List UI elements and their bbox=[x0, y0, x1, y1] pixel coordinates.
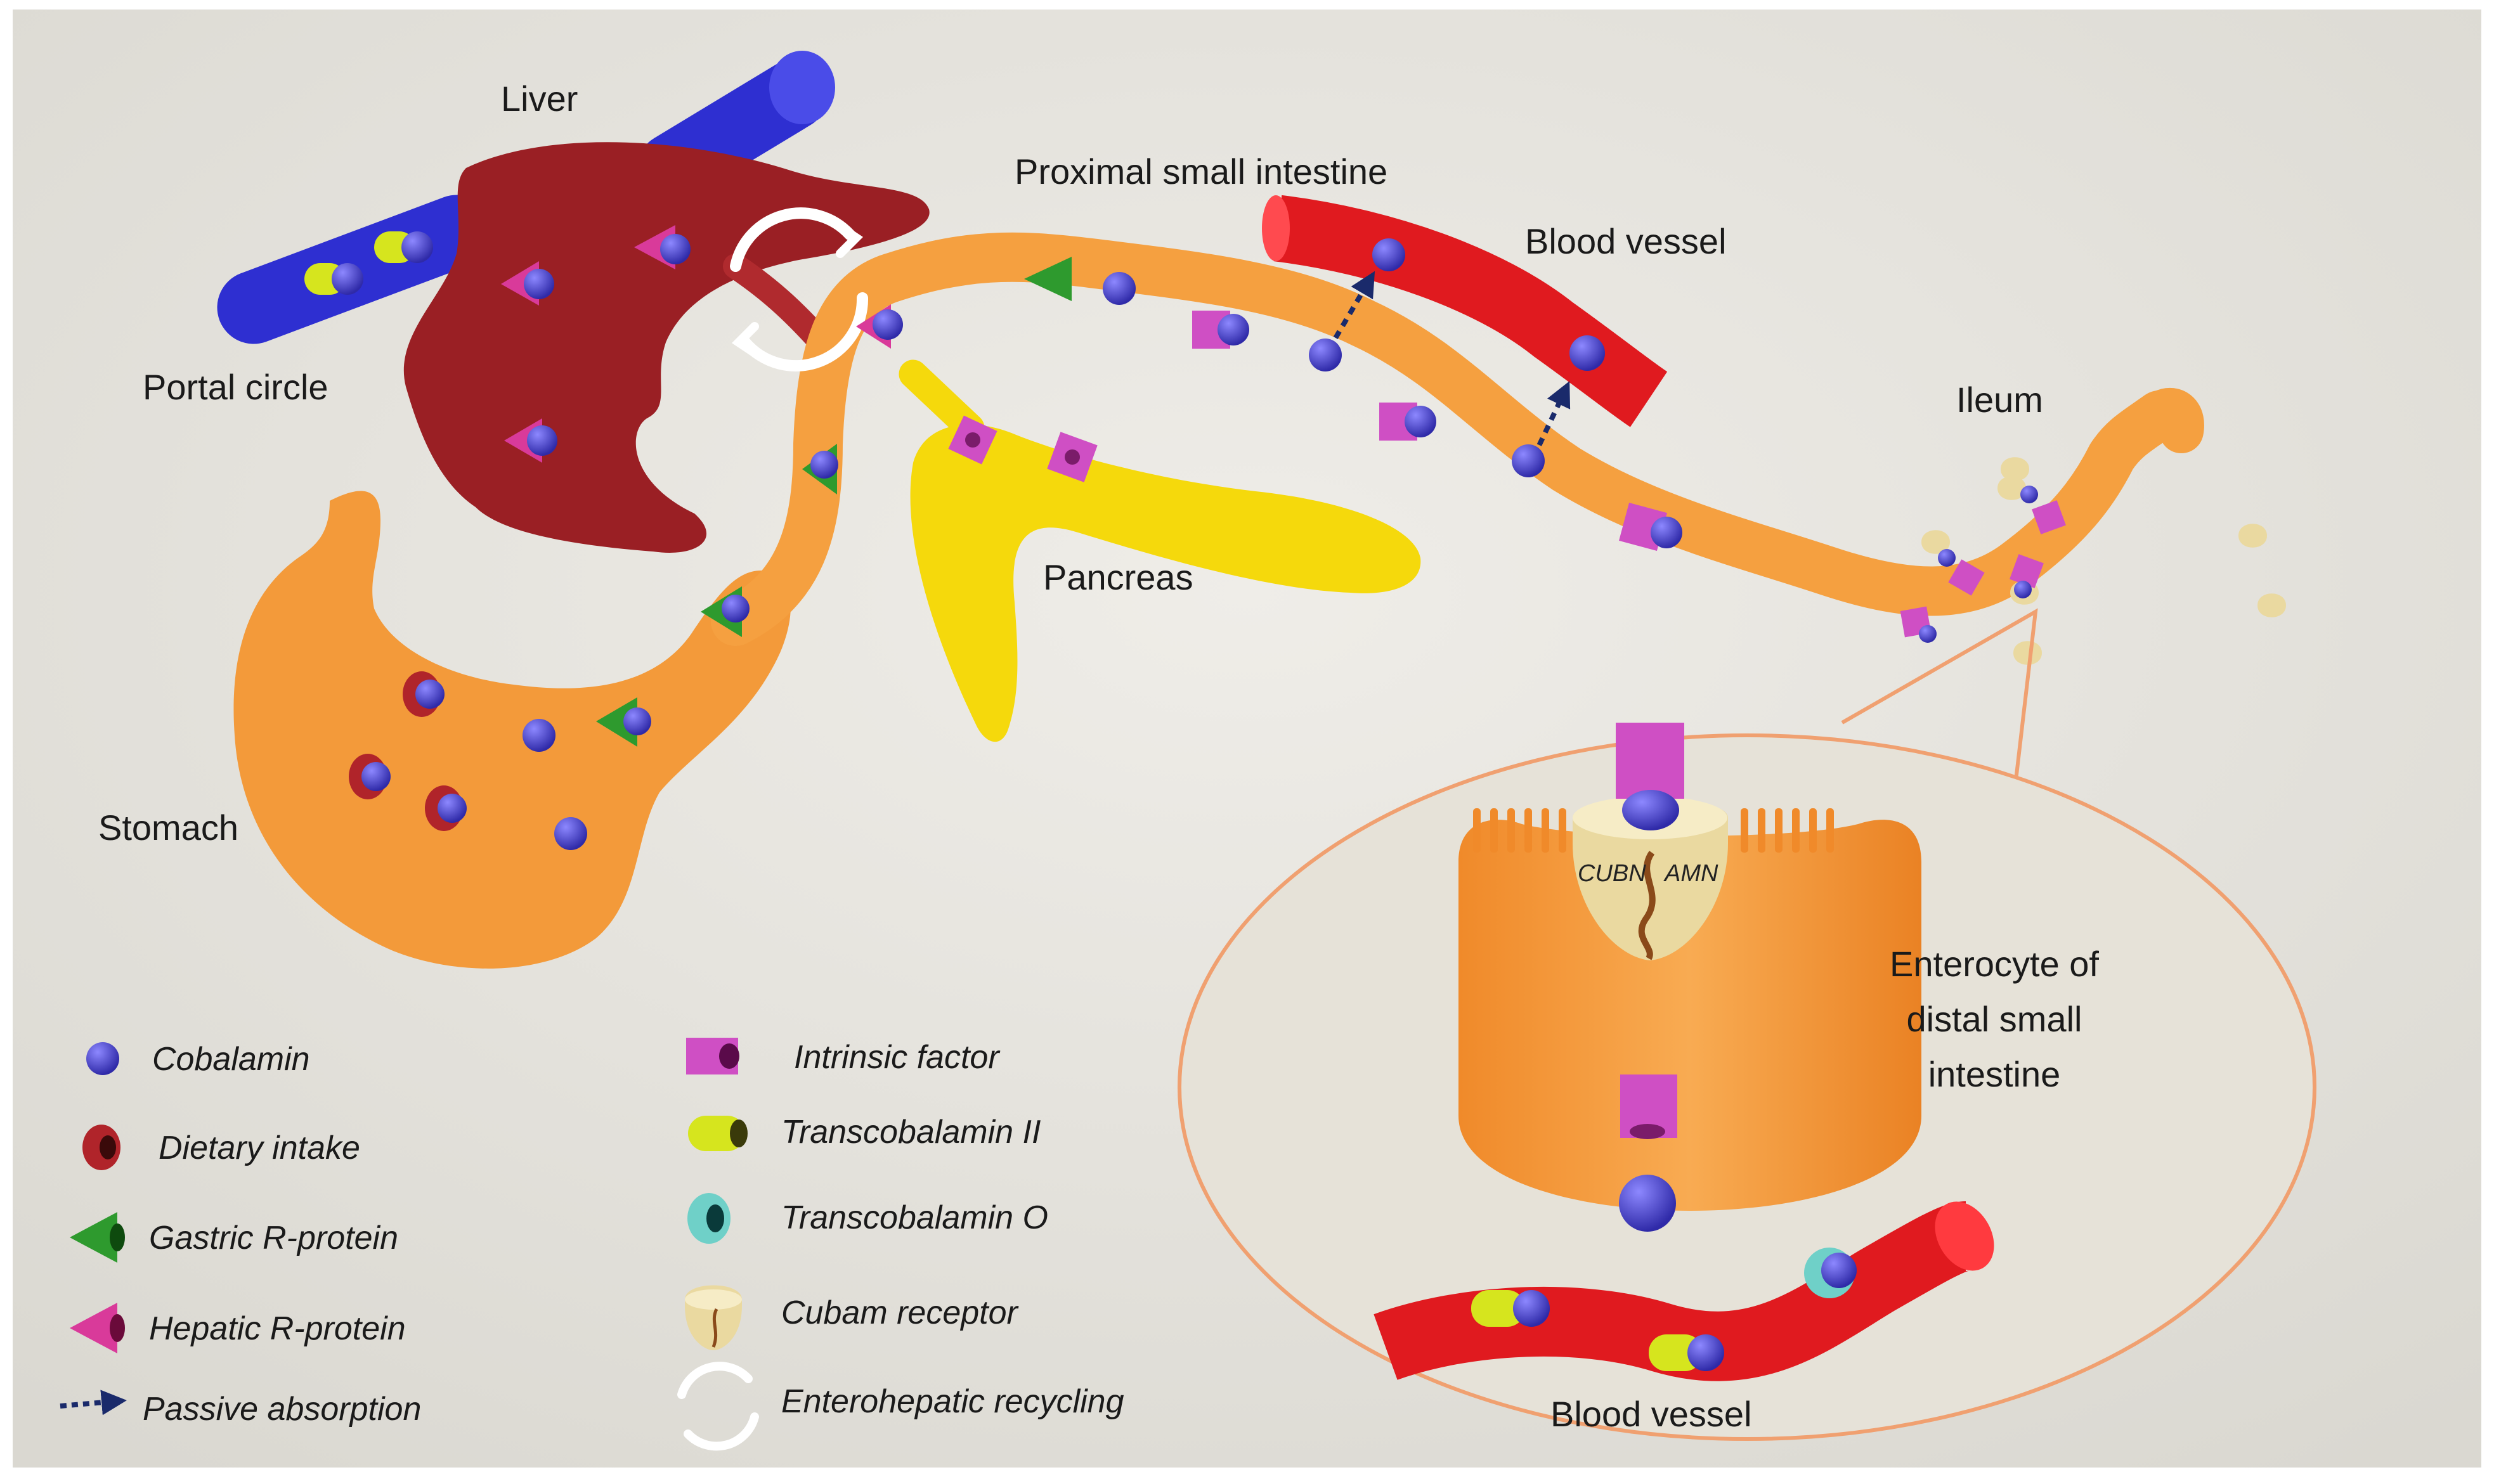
pancreas bbox=[899, 359, 1421, 742]
label-enterocyte-line2: distal small bbox=[1907, 999, 2082, 1039]
legend-cubam-receptor: Cubam receptor bbox=[781, 1294, 1020, 1331]
cobalamin-icon bbox=[86, 1042, 119, 1075]
cubam-receptor-icon bbox=[685, 1285, 742, 1350]
enterohepatic-recycling-legend-icon bbox=[677, 1362, 759, 1451]
label-enterocyte-line3: intestine bbox=[1928, 1054, 2061, 1094]
legend-dietary-intake: Dietary intake bbox=[159, 1130, 360, 1166]
label-liver: Liver bbox=[501, 79, 578, 119]
label-pancreas: Pancreas bbox=[1043, 557, 1193, 597]
enterohepatic-recycling-icon bbox=[730, 207, 869, 372]
legend-passive-absorption: Passive absorption bbox=[143, 1391, 421, 1428]
gastric-r-protein-molecules bbox=[596, 257, 1072, 747]
legend-labels: Cobalamin Dietary intake Gastric R-prote… bbox=[143, 1039, 1124, 1428]
legend-enterohepatic-recycling: Enterohepatic recycling bbox=[781, 1383, 1124, 1420]
legend-gastric-r-protein: Gastric R-protein bbox=[149, 1220, 398, 1256]
dietary-intake-icon bbox=[82, 1125, 120, 1170]
transcobalamin-ii-icon bbox=[688, 1116, 748, 1151]
blood-vessel-bottom bbox=[1374, 1201, 1994, 1381]
cubam-receptors-ileum bbox=[1900, 457, 2286, 665]
hepatic-r-protein-icon bbox=[70, 1303, 125, 1353]
label-cubn: CUBN bbox=[1578, 860, 1646, 887]
tc2-molecules-portal bbox=[304, 231, 433, 295]
stomach bbox=[233, 491, 791, 969]
intrinsic-factor-icon bbox=[686, 1038, 739, 1074]
legend-hepatic-r-protein: Hepatic R-protein bbox=[149, 1310, 406, 1347]
passive-absorption-icon bbox=[60, 1390, 127, 1416]
label-stomach: Stomach bbox=[98, 808, 238, 848]
label-blood-vessel-top: Blood vessel bbox=[1525, 221, 1727, 261]
hepatic-r-protein-molecules bbox=[501, 225, 903, 463]
intrinsic-factor-molecules bbox=[948, 311, 1682, 551]
label-proximal-small-intestine: Proximal small intestine bbox=[1015, 152, 1387, 191]
blood-vessel-top bbox=[1262, 195, 1668, 427]
transcobalamin-o-icon bbox=[687, 1193, 731, 1244]
legend-intrinsic-factor: Intrinsic factor bbox=[794, 1039, 1001, 1076]
legend-transcobalamin-o: Transcobalamin O bbox=[781, 1199, 1048, 1236]
organ-labels: Liver Portal circle Stomach Proximal sma… bbox=[98, 79, 2099, 1434]
label-enterocyte-line1: Enterocyte of bbox=[1890, 944, 2099, 984]
legend-cobalamin: Cobalamin bbox=[152, 1041, 310, 1078]
label-blood-vessel-bottom: Blood vessel bbox=[1550, 1394, 1752, 1434]
gastric-r-protein-icon bbox=[70, 1212, 125, 1263]
legend-symbols bbox=[60, 1038, 759, 1451]
cobalamin-molecules bbox=[523, 238, 1605, 850]
dietary-intake-molecules bbox=[349, 671, 467, 831]
enterocyte-cell bbox=[1458, 723, 1921, 1232]
legend-transcobalamin-ii: Transcobalamin II bbox=[781, 1114, 1041, 1151]
label-amn: AMN bbox=[1663, 860, 1718, 887]
label-portal-circle: Portal circle bbox=[143, 367, 328, 407]
passive-absorption-arrow bbox=[1326, 271, 1375, 352]
label-ileum: Ileum bbox=[1956, 380, 2043, 420]
